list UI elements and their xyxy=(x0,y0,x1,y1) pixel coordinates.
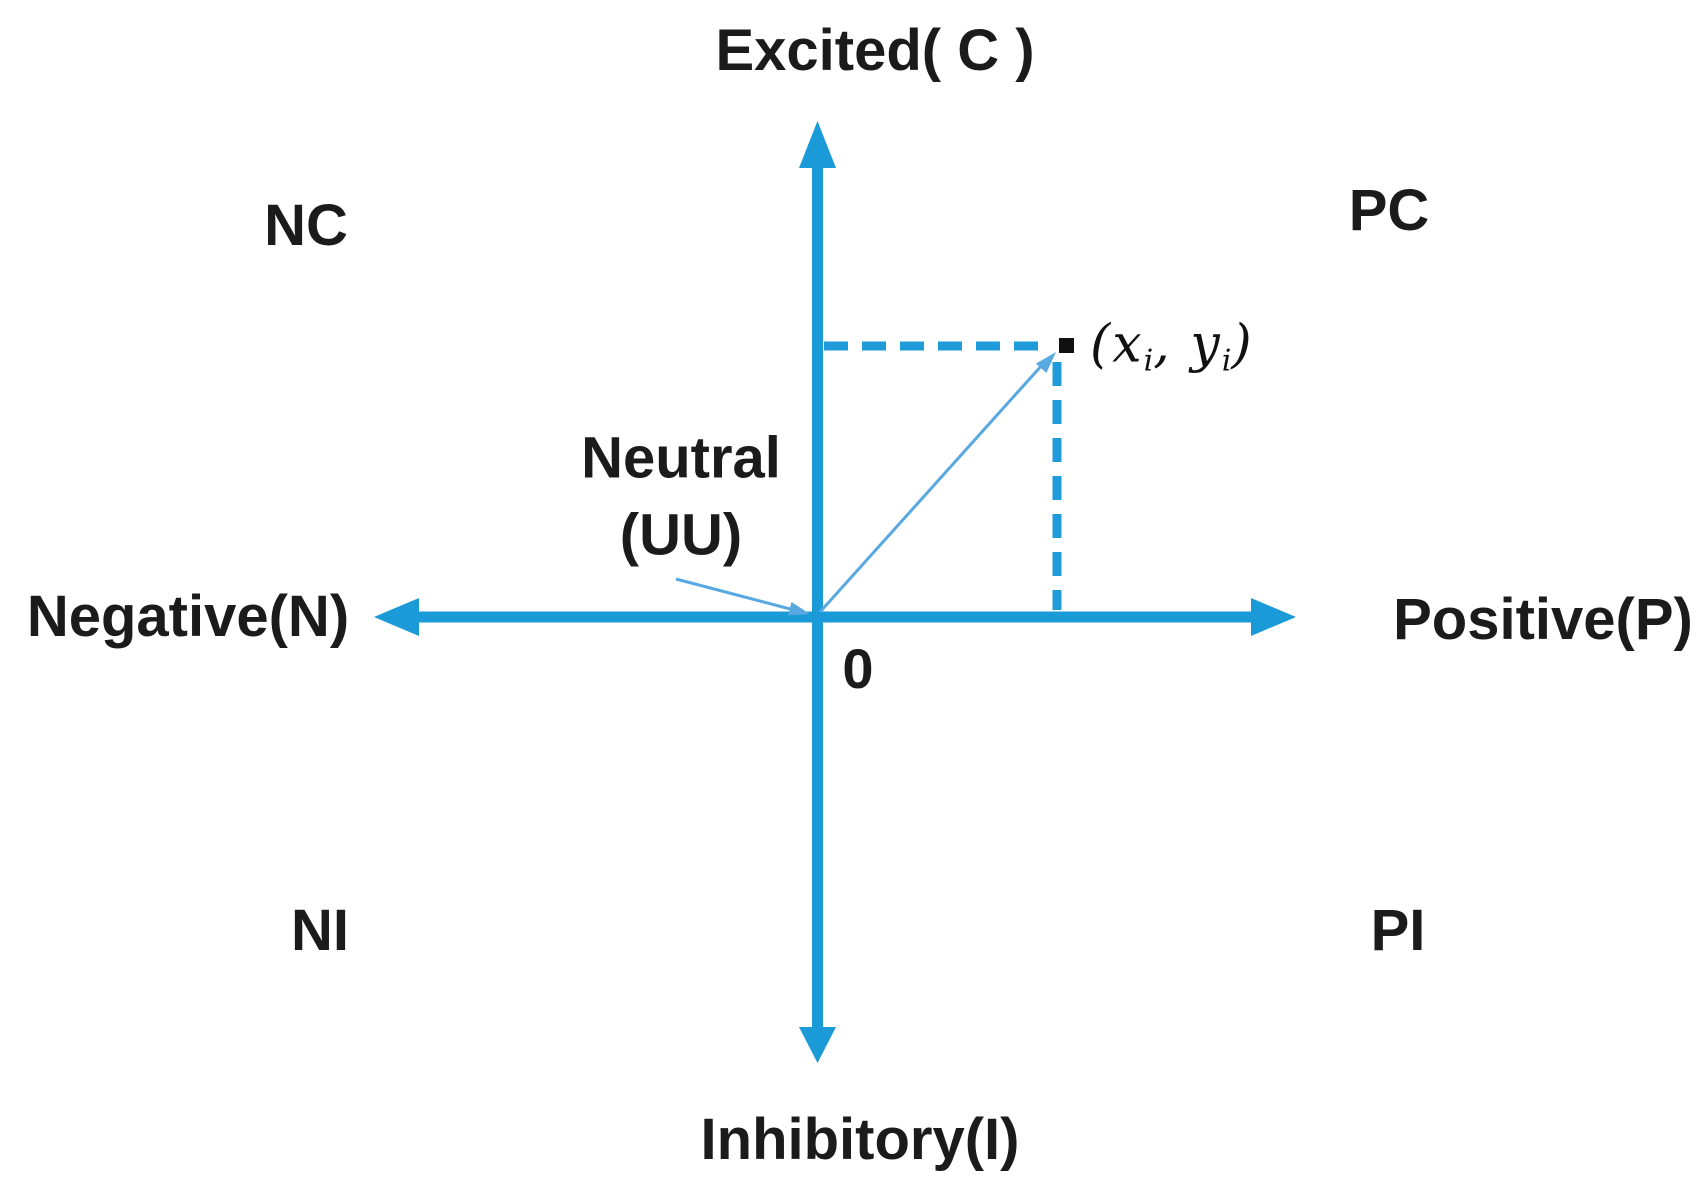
quadrant-label-nc: NC xyxy=(264,193,348,259)
point-label-y-subscript: i xyxy=(1221,343,1232,379)
point-label-close-paren: ) xyxy=(1231,314,1254,375)
y-axis-arrowhead-top-icon xyxy=(799,121,836,168)
point-label-y-var: y xyxy=(1190,314,1222,375)
x-axis-arrowhead-left-icon xyxy=(374,598,419,636)
neutral-label: Neutral (UU) xyxy=(581,420,781,573)
origin-to-point-vector-line xyxy=(818,362,1045,614)
neutral-annotation-arrowhead-icon xyxy=(788,602,810,616)
x-axis-label-right: Positive(P) xyxy=(1393,587,1693,653)
origin-label: 0 xyxy=(842,637,874,701)
y-axis-arrowhead-bottom-icon xyxy=(799,1027,836,1063)
x-axis-label-left: Negative(N) xyxy=(26,584,350,650)
point-label-x-subscript: i xyxy=(1143,343,1154,379)
origin-to-point-arrowhead-icon xyxy=(1036,352,1056,373)
neutral-label-line2: (UU) xyxy=(619,502,743,567)
point-label: (xi, yi) xyxy=(1090,314,1254,379)
quadrant-label-ni: NI xyxy=(291,898,349,964)
x-axis-arrowhead-right-icon xyxy=(1251,598,1296,636)
y-axis-label-top: Excited( C ) xyxy=(715,18,1035,84)
point-label-x-var: x xyxy=(1112,314,1144,375)
quadrant-label-pc: PC xyxy=(1348,178,1430,244)
data-point-marker xyxy=(1059,338,1074,353)
point-label-open-paren: ( xyxy=(1090,314,1113,375)
neutral-annotation-arrow-line xyxy=(675,577,795,612)
point-label-comma: , xyxy=(1153,314,1191,375)
neutral-label-line1: Neutral xyxy=(581,425,781,491)
quadrant-label-pi: PI xyxy=(1370,898,1426,964)
y-axis-label-bottom: Inhibitory(I) xyxy=(700,1107,1020,1173)
